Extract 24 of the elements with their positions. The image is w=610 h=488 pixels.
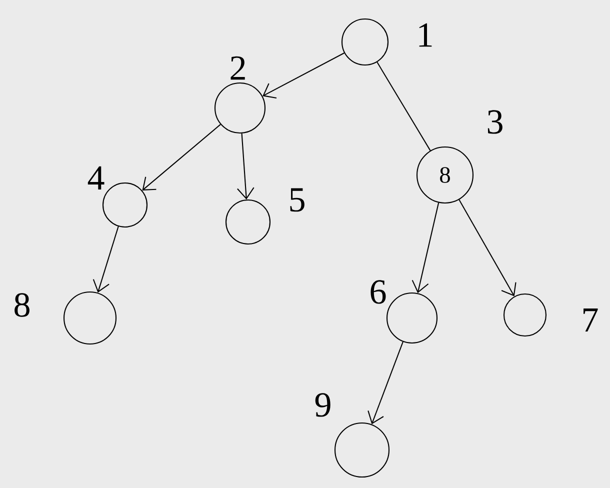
- arrow: [368, 342, 404, 424]
- node-number: 8: [14, 293, 30, 317]
- arrow: [458, 200, 516, 296]
- node-number: 6: [370, 280, 386, 304]
- circle-node: [503, 293, 547, 337]
- node-number: 1: [419, 23, 432, 47]
- arrow: [237, 133, 254, 200]
- node-number: 5: [290, 188, 304, 212]
- arrow: [262, 52, 344, 99]
- arrow: [142, 124, 221, 190]
- circle-node: [341, 18, 389, 66]
- node-number: 4: [88, 166, 104, 190]
- circle-node: 8: [416, 146, 474, 204]
- circle-node: [334, 422, 390, 478]
- circle-node: [225, 199, 271, 245]
- node-number: 9: [315, 393, 330, 417]
- arrow: [412, 202, 440, 294]
- node-number: 7: [584, 308, 598, 332]
- arrow: [92, 226, 119, 293]
- node-number: 3: [488, 110, 502, 134]
- circle-node: [214, 82, 266, 134]
- node-number: 2: [230, 56, 245, 80]
- circle-node: [386, 292, 438, 344]
- circle-node: [63, 291, 117, 345]
